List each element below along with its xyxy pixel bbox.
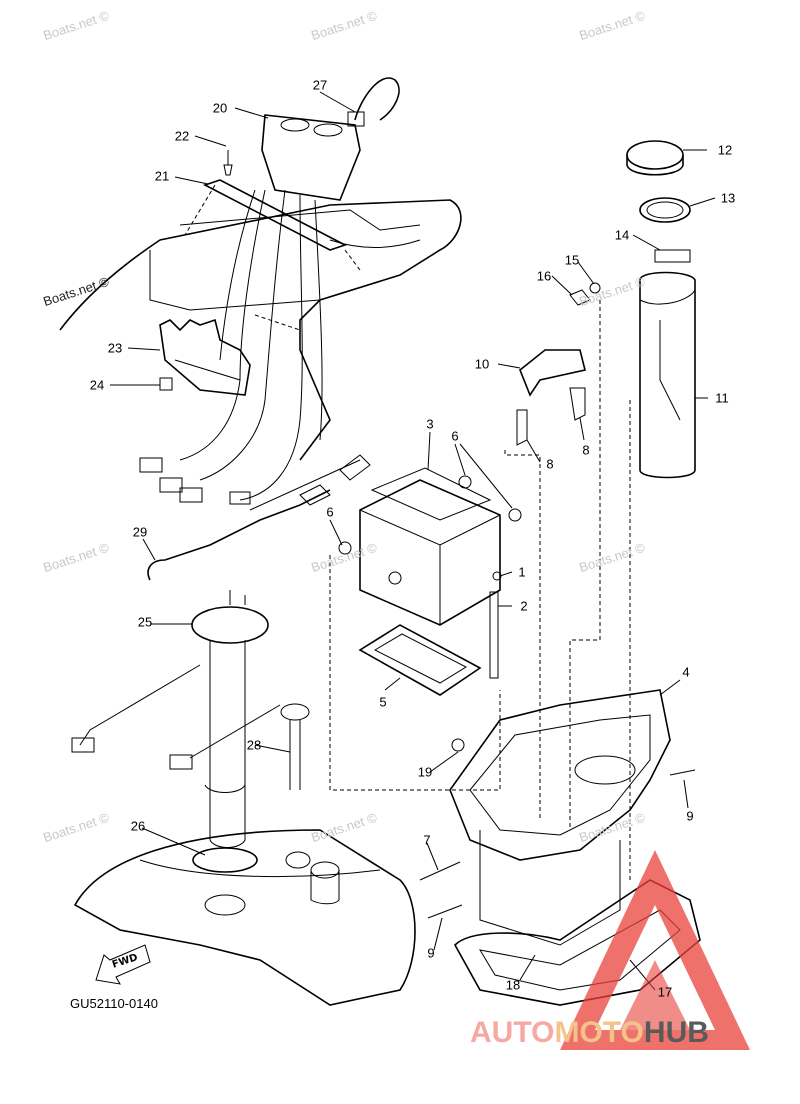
part-label-6-upper: 6 xyxy=(451,428,459,444)
part-label-5: 5 xyxy=(379,694,387,710)
hood-part-20 xyxy=(261,114,361,201)
cap-part-12 xyxy=(626,140,684,170)
bracket-part-14 xyxy=(654,249,691,263)
part-label-27: 27 xyxy=(312,77,328,93)
nut-part-16 xyxy=(569,289,591,306)
hull-deck xyxy=(59,199,462,461)
part-label-4: 4 xyxy=(682,664,690,680)
part-label-17: 17 xyxy=(657,984,673,1000)
part-label-26: 26 xyxy=(130,818,146,834)
part-label-29: 29 xyxy=(132,524,148,540)
lead-part-29 xyxy=(147,489,331,581)
cable-part-27 xyxy=(354,77,400,121)
automotohub-logo: AUTOMOTOHUB xyxy=(470,1016,709,1049)
logo-triangle xyxy=(560,850,750,1050)
part-label-20: 20 xyxy=(212,100,228,116)
spacer-part-6c xyxy=(338,541,352,555)
part-label-18: 18 xyxy=(505,977,521,993)
washer-part-15 xyxy=(589,282,601,294)
fwd-label: FWD xyxy=(110,952,140,971)
part-label-21: 21 xyxy=(154,168,170,184)
part-label-28: 28 xyxy=(246,737,262,753)
bolt-part-7 xyxy=(419,861,461,881)
nut-part-24 xyxy=(159,377,173,391)
bracket-part-23 xyxy=(159,318,251,396)
sender-part-25 xyxy=(191,606,269,644)
part-label-10: 10 xyxy=(474,356,490,372)
drawing-code: GU52110-0140 xyxy=(70,996,158,1011)
part-label-1: 1 xyxy=(518,564,526,580)
part-label-13: 13 xyxy=(720,190,736,206)
clamp-part-10 xyxy=(519,349,586,397)
valve-part-28 xyxy=(280,703,310,721)
part-label-2: 2 xyxy=(520,598,528,614)
part-label-8-left: 8 xyxy=(546,456,554,472)
part-label-22: 22 xyxy=(174,128,190,144)
part-label-9-left: 9 xyxy=(427,945,435,961)
part-label-23: 23 xyxy=(107,340,123,356)
clamp-part-26 xyxy=(192,847,258,873)
part-label-15: 15 xyxy=(564,252,580,268)
part-label-8-right: 8 xyxy=(582,442,590,458)
tube-part-11 xyxy=(639,271,696,479)
stay-part-8b xyxy=(569,387,586,421)
plate-part-21 xyxy=(202,179,348,251)
bolt-part-9a xyxy=(427,904,463,919)
part-label-3: 3 xyxy=(426,416,434,432)
part-label-25: 25 xyxy=(137,614,153,630)
spacer-part-6b xyxy=(508,508,522,522)
part-label-9-right: 9 xyxy=(686,808,694,824)
fwd-indicator: FWD xyxy=(96,944,152,978)
pad-part-5 xyxy=(358,624,482,696)
part-label-11: 11 xyxy=(715,390,729,406)
part-label-24: 24 xyxy=(89,377,105,393)
part-label-6-lower: 6 xyxy=(326,504,334,520)
part-label-16: 16 xyxy=(536,268,552,284)
spacer-part-6a xyxy=(458,475,472,489)
part-label-12: 12 xyxy=(717,142,733,158)
rod-part-2 xyxy=(489,591,499,679)
seal-part-13 xyxy=(639,197,691,223)
part-label-19: 19 xyxy=(417,764,433,780)
stay-part-8a xyxy=(516,409,528,446)
part-label-7: 7 xyxy=(423,832,431,848)
fwd-arrow-icon xyxy=(95,944,151,985)
screw-part-19 xyxy=(451,738,465,752)
battery-part-3 xyxy=(359,479,501,626)
part-label-14: 14 xyxy=(614,227,630,243)
lower-hull xyxy=(73,829,416,1006)
spacer-part-6d xyxy=(388,571,402,585)
bolt-part-9b xyxy=(669,769,696,776)
